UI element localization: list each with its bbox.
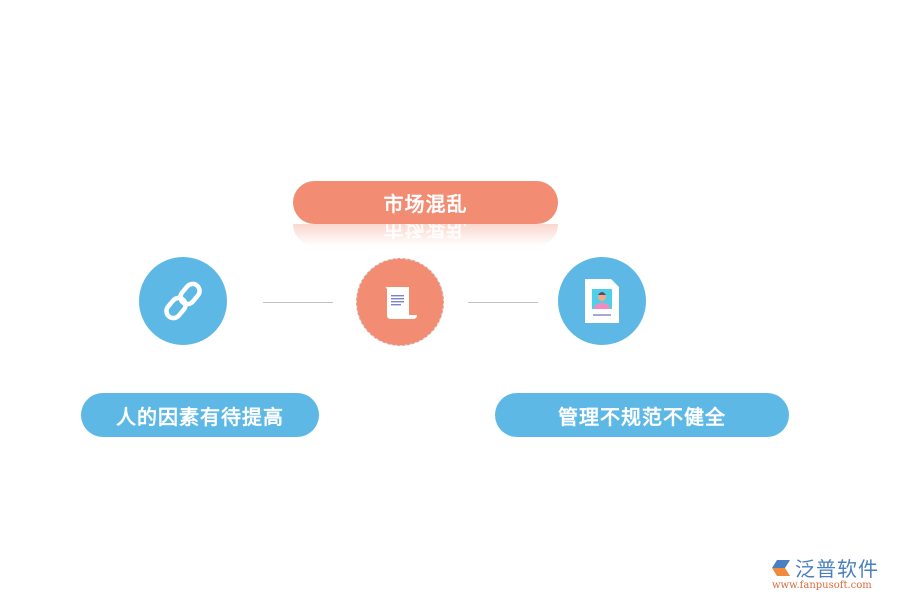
right-label-pill: 管理不规范不健全 — [495, 393, 789, 437]
id-card-profile-icon — [585, 279, 619, 323]
chain-link-icon — [164, 281, 202, 321]
scroll-document-icon — [385, 287, 417, 319]
brand-logo: 泛普软件 www.fanpusoft.com — [770, 553, 895, 591]
top-label-text: 市场混乱 — [383, 192, 468, 216]
node-scroll — [356, 258, 444, 346]
node-chain — [139, 257, 227, 345]
node-profile — [558, 257, 646, 345]
right-label-text: 管理不规范不健全 — [558, 404, 726, 429]
top-label-reflection: 市场混乱 — [293, 224, 558, 246]
fanpu-logo-icon — [772, 559, 790, 576]
brand-name: 泛普软件 — [795, 557, 879, 581]
top-label-pill: 市场混乱 — [293, 181, 558, 224]
connector-left — [263, 302, 333, 303]
left-label-pill: 人的因素有待提高 — [81, 393, 319, 437]
left-label-text: 人的因素有待提高 — [116, 404, 284, 429]
connector-right — [468, 302, 538, 303]
brand-url: www.fanpusoft.com — [772, 580, 872, 591]
